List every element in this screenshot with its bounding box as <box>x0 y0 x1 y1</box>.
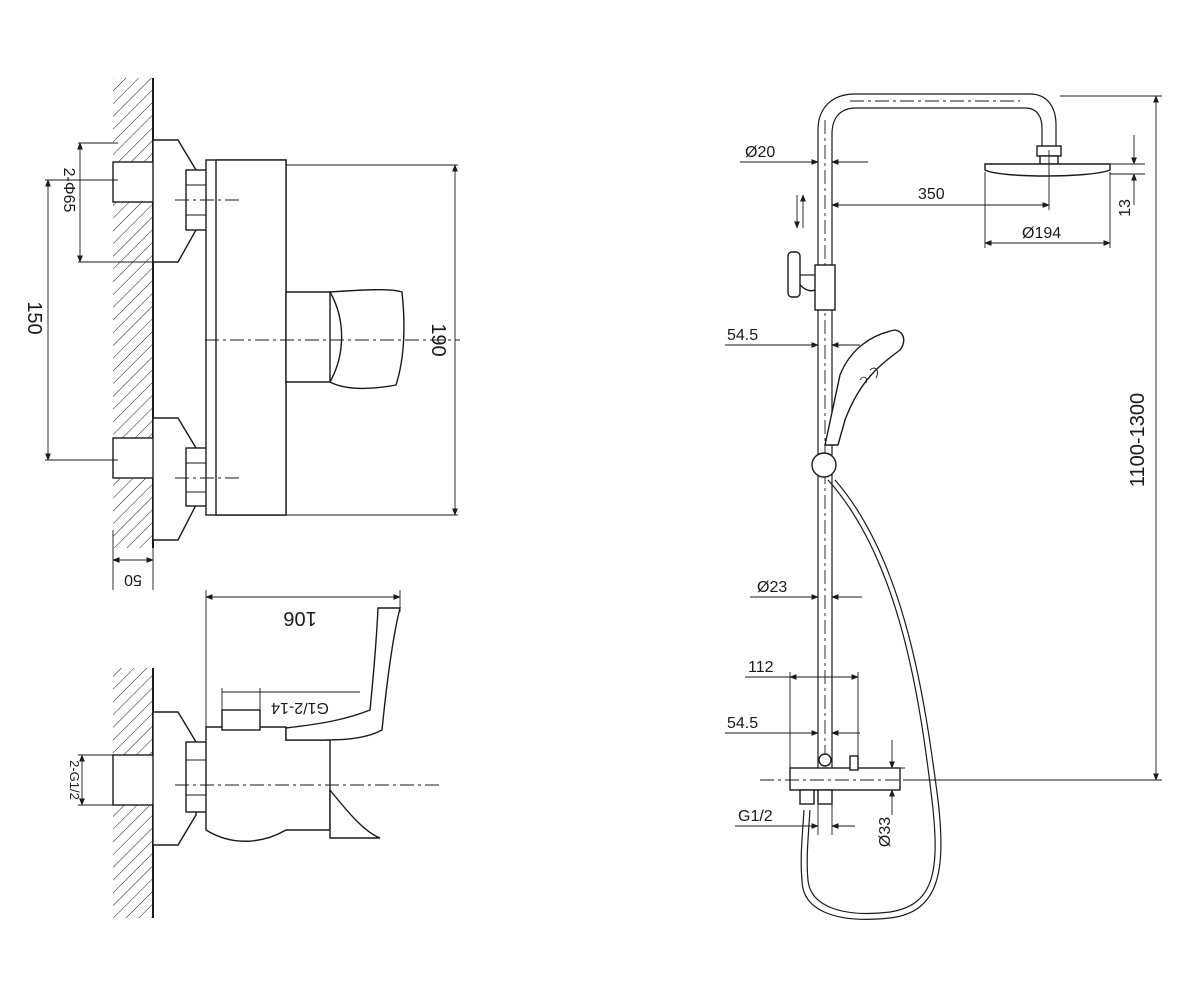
total-height-label: 1100-1300 <box>1127 393 1149 487</box>
outlet-span-label: 112 <box>748 659 774 676</box>
holder-offset-label: 54.5 <box>727 327 758 344</box>
center-distance-label: 150 <box>23 301 45 334</box>
mixer-front-view: 2-Φ65 150 190 50 <box>23 78 460 590</box>
arm-length-label: 350 <box>918 186 945 203</box>
shower-column-view: Ø20 350 13 Ø194 54.5 1100-1300 Ø23 <box>725 93 1162 920</box>
pipe-lower-dia-label: Ø23 <box>757 579 787 596</box>
inlet-thread-label: 2-G1/2 <box>67 760 82 800</box>
body-depth-label: 106 <box>283 607 316 629</box>
outlet-offset-label: 54.5 <box>727 715 758 732</box>
pipe-dia-label: 2-Φ65 <box>60 168 77 213</box>
body-height-label: 190 <box>427 323 449 356</box>
pipe-top-dia-label: Ø20 <box>745 144 775 161</box>
body-dia-label: Ø33 <box>877 817 894 847</box>
outlet-thread-label: G1/2-14 <box>271 699 329 716</box>
mixer-side-view: 106 G1/2-14 2-G1/2 <box>67 590 440 918</box>
head-height-label: 13 <box>1117 199 1134 217</box>
wall-offset-label: 50 <box>124 571 142 588</box>
inlet-thread-label-right: G1/2 <box>738 808 773 825</box>
head-dia-label: Ø194 <box>1022 225 1061 242</box>
